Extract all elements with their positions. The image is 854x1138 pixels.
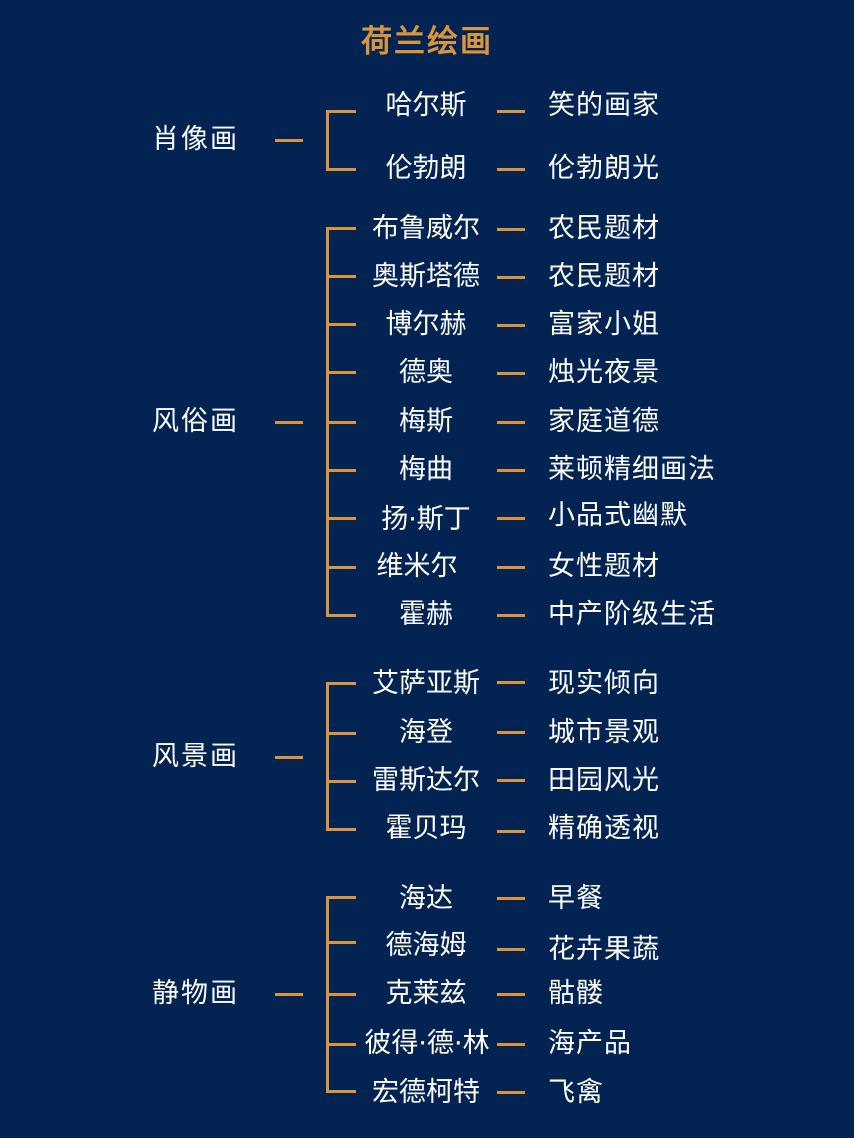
painter-theme: 家庭道德 [548,406,660,437]
connector-line [497,372,525,375]
painter-name: 霍赫 [399,599,453,630]
painter-theme: 花卉果蔬 [548,934,660,965]
painter-theme: 农民题材 [548,213,660,244]
connector-line [497,324,525,327]
painter-name: 德海姆 [385,930,467,961]
painter-theme: 女性题材 [548,551,660,582]
diagram-title: 荷兰绘画 [361,24,493,60]
connector-line [497,566,525,569]
bracket-line [326,110,329,171]
bracket-tick [326,566,356,569]
connector-line [275,756,303,759]
connector-line [497,614,525,617]
bracket-tick [326,371,356,374]
bracket-tick [326,421,356,424]
category-label: 肖像画 [152,124,239,155]
painter-theme: 中产阶级生活 [548,599,716,630]
painter-name: 哈尔斯 [385,90,467,121]
painter-theme: 农民题材 [548,261,660,292]
bracket-tick [326,1043,356,1046]
category-label: 风景画 [152,741,239,772]
painter-theme: 城市景观 [548,717,660,748]
painter-name: 海达 [399,883,453,914]
connector-line [497,228,525,231]
painter-theme: 田园风光 [548,765,660,796]
bracket-tick [326,828,356,831]
bracket-tick [326,517,356,520]
painter-name: 布鲁威尔 [372,213,480,244]
painter-name: 维米尔 [376,551,458,582]
painter-name: 博尔赫 [385,309,467,340]
connector-line [497,897,525,900]
connector-line [497,779,525,782]
bracket-line [326,682,329,830]
painter-theme: 现实倾向 [548,668,660,699]
bracket-tick [326,896,356,899]
painter-theme: 飞禽 [548,1077,604,1108]
connector-line [275,139,303,142]
connector-line [275,993,303,996]
painter-theme: 早餐 [548,883,604,914]
bracket-tick [326,323,356,326]
bracket-tick [326,1090,356,1093]
painter-theme: 莱顿精细画法 [548,454,716,485]
connector-line [497,681,525,684]
bracket-tick [326,168,356,171]
connector-line [497,110,525,113]
connector-line [497,276,525,279]
bracket-tick [326,941,356,944]
painter-name: 奥斯塔德 [372,261,480,292]
category-label: 静物画 [152,978,239,1009]
painter-theme: 笑的画家 [548,90,660,121]
painter-theme: 骷髅 [548,978,604,1009]
connector-line [497,1043,525,1046]
painter-theme: 小品式幽默 [548,500,688,531]
connector-line [275,421,303,424]
painter-name: 彼得·德·林 [364,1028,490,1059]
painter-theme: 海产品 [548,1028,632,1059]
painter-theme: 烛光夜景 [548,357,660,388]
painter-name: 梅曲 [399,454,453,485]
bracket-tick [326,993,356,996]
bracket-tick [326,614,356,617]
painter-theme: 精确透视 [548,813,660,844]
category-label: 风俗画 [152,406,239,437]
bracket-tick [326,227,356,230]
painter-name: 艾萨亚斯 [372,668,480,699]
bracket-tick [326,275,356,278]
connector-line [497,1091,525,1094]
bracket-tick [326,469,356,472]
painter-name: 宏德柯特 [372,1077,480,1108]
bracket-tick [326,780,356,783]
connector-line [497,469,525,472]
connector-line [497,168,525,171]
painter-name: 扬·斯丁 [381,504,471,535]
painter-name: 伦勃朗 [385,153,467,184]
bracket-tick [326,110,356,113]
painter-theme: 伦勃朗光 [548,153,660,184]
painter-theme: 富家小姐 [548,309,660,340]
bracket-tick [326,732,356,735]
connector-line [497,517,525,520]
painter-name: 梅斯 [399,406,453,437]
bracket-tick [326,682,356,685]
painter-name: 雷斯达尔 [372,765,480,796]
painter-name: 克莱兹 [385,978,467,1009]
connector-line [497,421,525,424]
connector-line [497,731,525,734]
painter-name: 德奥 [399,357,453,388]
painter-name: 霍贝玛 [385,813,467,844]
connector-line [497,830,525,833]
connector-line [497,948,525,951]
painter-name: 海登 [399,717,453,748]
connector-line [497,993,525,996]
